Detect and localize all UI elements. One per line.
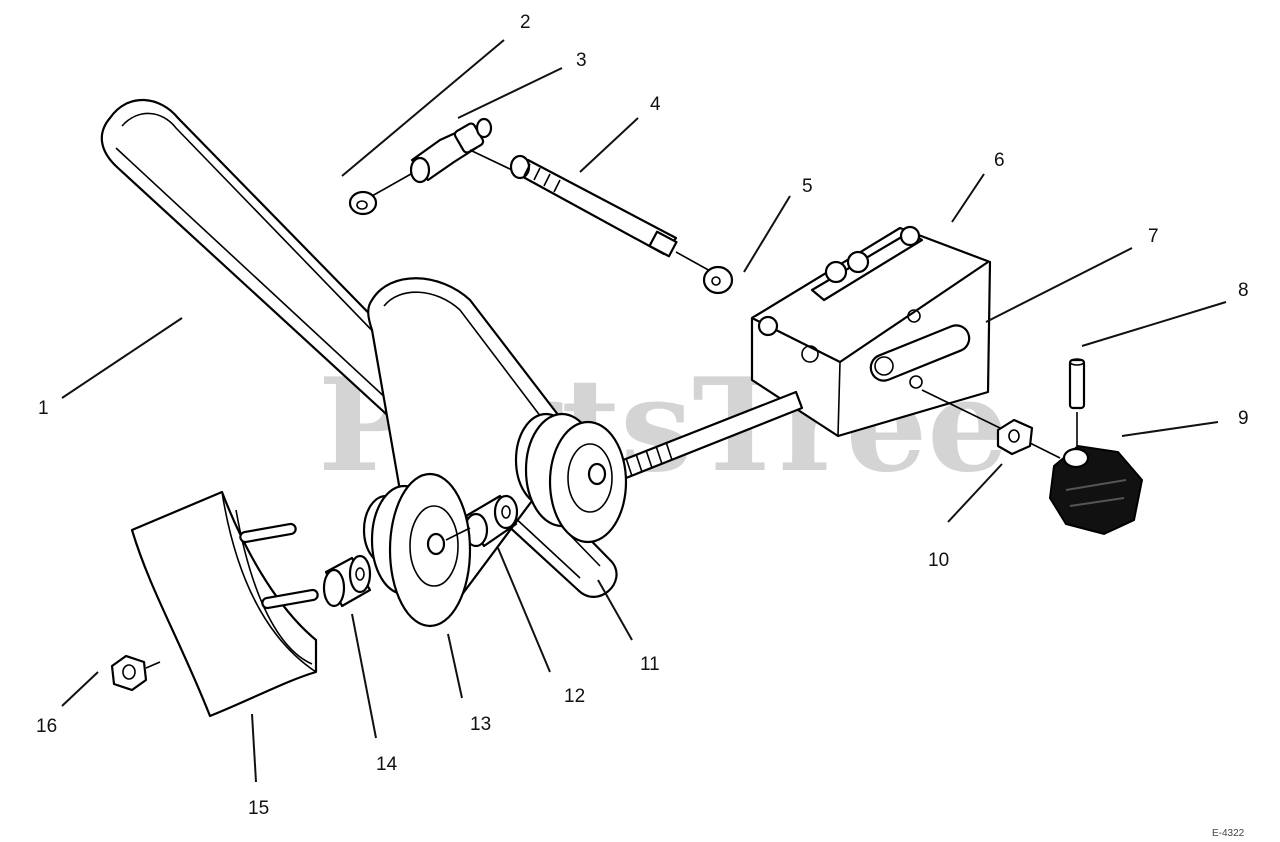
callout-15: 15 xyxy=(248,798,269,819)
part-3-coupling-pin[interactable] xyxy=(409,117,493,184)
callout-7: 7 xyxy=(1148,226,1159,247)
callout-8: 8 xyxy=(1238,280,1249,301)
callout-2: 2 xyxy=(520,12,531,33)
part-14-bushing[interactable] xyxy=(322,554,372,608)
part-6-bracket-assembly[interactable] xyxy=(750,225,992,438)
callout-11: 11 xyxy=(640,654,660,675)
callout-labels: 1 2 3 4 5 6 7 8 9 10 11 12 13 14 15 16 xyxy=(36,12,1249,819)
callout-1: 1 xyxy=(38,398,49,419)
callout-16: 16 xyxy=(36,716,57,737)
callout-5: 5 xyxy=(802,176,813,197)
part-9-knob[interactable] xyxy=(1048,444,1144,536)
part-10-flange-nut[interactable] xyxy=(996,418,1034,456)
part-11-large-pulley[interactable] xyxy=(514,412,628,544)
part-13-small-pulley[interactable] xyxy=(362,472,472,628)
part-7-adjust-slot[interactable] xyxy=(867,321,973,384)
callout-3: 3 xyxy=(576,50,587,71)
callout-6: 6 xyxy=(994,150,1005,171)
callout-4: 4 xyxy=(650,94,661,115)
part-4-threaded-shaft[interactable] xyxy=(509,154,678,258)
callout-12: 12 xyxy=(564,686,585,707)
part-16-hex-nut[interactable] xyxy=(110,654,148,692)
callout-14: 14 xyxy=(376,754,398,775)
part-8-roll-pin[interactable] xyxy=(1068,358,1086,410)
callout-13: 13 xyxy=(470,714,491,735)
part-5-washer[interactable] xyxy=(702,265,734,295)
callout-9: 9 xyxy=(1238,408,1249,429)
callout-10: 10 xyxy=(928,550,949,571)
callout-leaders xyxy=(61,39,1227,783)
part-2-e-ring[interactable] xyxy=(348,190,378,216)
drawing-reference: E-4322 xyxy=(1212,828,1245,839)
part-15-belt-guard[interactable] xyxy=(130,490,319,718)
